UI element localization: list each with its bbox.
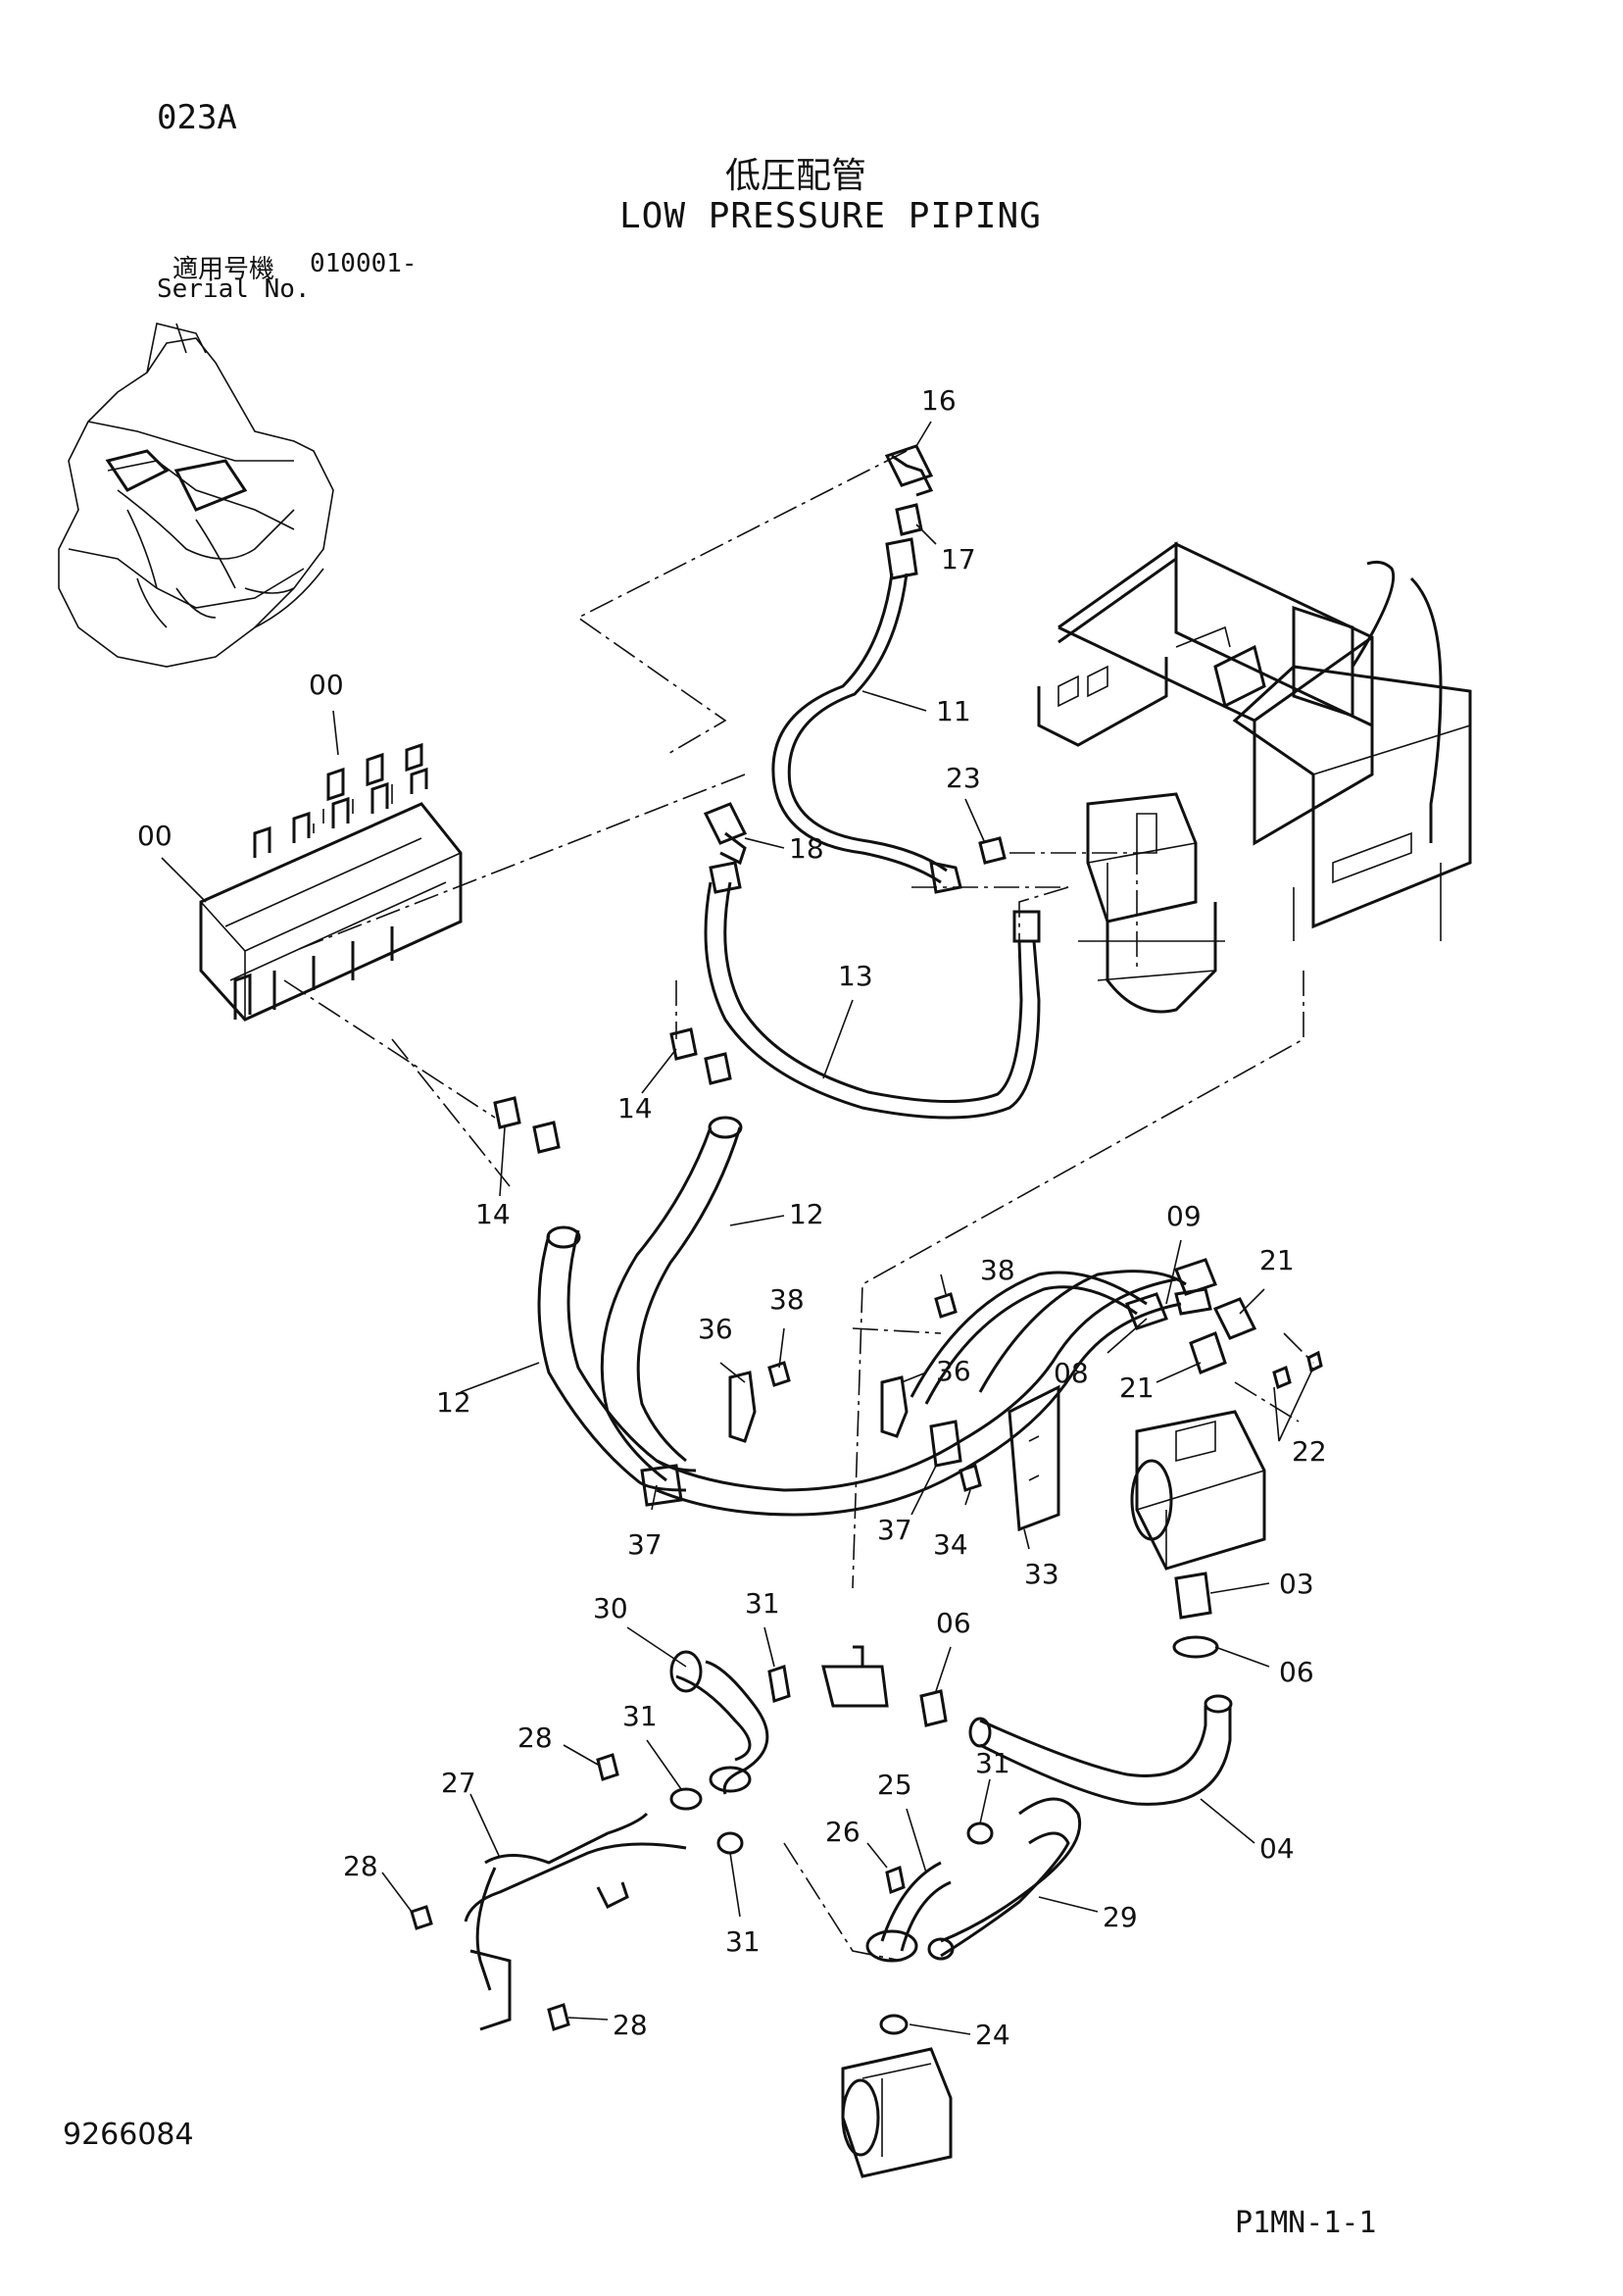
hose-clamp-06-right <box>1172 1635 1219 1659</box>
control-valve-assembly <box>199 742 463 1022</box>
callout-13: 13 <box>838 960 873 992</box>
bolt-26 <box>885 1865 906 1895</box>
callout-37-right: 37 <box>877 1514 912 1546</box>
hose-29 <box>927 1797 1082 1961</box>
fitting-23 <box>978 836 1007 865</box>
callout-37-left: 37 <box>627 1528 663 1561</box>
callout-08: 08 <box>1054 1357 1089 1389</box>
callout-33: 33 <box>1024 1558 1059 1590</box>
callout-06-right: 06 <box>1279 1656 1314 1688</box>
callout-11: 11 <box>936 695 971 727</box>
callout-28-bottom: 28 <box>613 2009 648 2041</box>
tee-fitting <box>821 1645 889 1708</box>
pipe-assembly-37 <box>640 1258 1217 1517</box>
callout-00-upper: 00 <box>309 669 344 701</box>
serial-label-japanese: 適用号機 <box>172 255 275 284</box>
callout-22: 22 <box>1292 1435 1327 1468</box>
callout-38-right: 38 <box>980 1254 1015 1286</box>
title-english: LOW PRESSURE PIPING <box>619 196 1042 236</box>
callout-36-left: 36 <box>698 1313 733 1345</box>
hose-clamp-06-left <box>919 1689 948 1727</box>
callout-03: 03 <box>1279 1568 1314 1600</box>
callout-26: 26 <box>825 1816 861 1848</box>
callout-31-left: 31 <box>622 1700 658 1732</box>
callout-25: 25 <box>877 1769 912 1801</box>
bolt-34 <box>959 1464 982 1492</box>
callout-31-top: 31 <box>745 1587 780 1620</box>
fitting-14-upper <box>669 1027 732 1085</box>
clamp-36-left <box>728 1371 757 1443</box>
pipe-bracket-27 <box>464 1812 687 2031</box>
callout-31-bottom: 31 <box>725 1925 761 1958</box>
page-code: 023A <box>157 98 237 137</box>
callout-labels: 16 17 11 23 18 13 00 00 14 14 12 12 09 2… <box>137 384 1327 2051</box>
callout-12-lower: 12 <box>436 1386 471 1419</box>
fitting-17 <box>895 503 923 536</box>
hose-11 <box>771 537 962 894</box>
callout-14-lower: 14 <box>475 1198 511 1230</box>
hose-08-09 <box>910 1270 1212 1405</box>
callout-31-right: 31 <box>975 1747 1010 1779</box>
callout-28-top: 28 <box>517 1722 553 1754</box>
adapter-03 <box>1174 1572 1212 1620</box>
strainer-housing <box>1078 792 1225 1014</box>
fitting-14-lower <box>493 1096 561 1154</box>
callout-36-right: 36 <box>936 1355 971 1387</box>
clamp-36-right <box>880 1375 909 1438</box>
elbow-25 <box>865 1861 952 1963</box>
callout-23: 23 <box>946 762 981 794</box>
document-number: 9266084 <box>63 2118 194 2152</box>
bolt-28 <box>410 1753 619 2031</box>
fitting-21 <box>1189 1297 1257 1374</box>
hose-13 <box>704 861 1041 1120</box>
pilot-pump <box>1130 1410 1266 1571</box>
hydraulic-tank <box>1037 541 1472 941</box>
callout-00-lower: 00 <box>137 820 172 852</box>
callout-29: 29 <box>1103 1901 1138 1933</box>
callout-17: 17 <box>941 543 976 575</box>
callout-12-upper: 12 <box>789 1198 824 1230</box>
hose-04 <box>968 1694 1233 1806</box>
fitting-18 <box>703 802 748 866</box>
plug-22 <box>1272 1350 1323 1390</box>
serial-label-english: Serial No. <box>157 275 311 304</box>
leader-lines <box>161 421 1314 2035</box>
callout-27: 27 <box>441 1767 476 1799</box>
callout-06-left: 06 <box>936 1607 971 1639</box>
page-reference: P1MN-1-1 <box>1235 2206 1377 2240</box>
callout-09: 09 <box>1166 1200 1202 1232</box>
callout-14-upper: 14 <box>617 1092 653 1124</box>
callout-04: 04 <box>1259 1832 1295 1865</box>
callout-18: 18 <box>789 832 824 865</box>
main-pump <box>841 2047 953 2178</box>
callout-34: 34 <box>933 1528 968 1561</box>
o-ring-24 <box>879 2014 909 2035</box>
hose-12 <box>537 1116 743 1492</box>
title-japanese: 低圧配管 <box>725 156 867 196</box>
callout-24: 24 <box>975 2019 1010 2051</box>
serial-range: 010001- <box>310 249 418 278</box>
machine-overview-illustration <box>58 323 334 668</box>
callout-38-left: 38 <box>769 1283 805 1316</box>
callout-21-upper: 21 <box>1259 1244 1295 1276</box>
hose-30 <box>669 1650 769 1795</box>
callout-30: 30 <box>593 1592 628 1624</box>
callout-21-lower: 21 <box>1119 1372 1155 1404</box>
callout-16: 16 <box>921 384 957 417</box>
fitting-16 <box>884 444 934 497</box>
bracket-33 <box>1008 1384 1060 1532</box>
callout-28-left: 28 <box>343 1850 378 1882</box>
